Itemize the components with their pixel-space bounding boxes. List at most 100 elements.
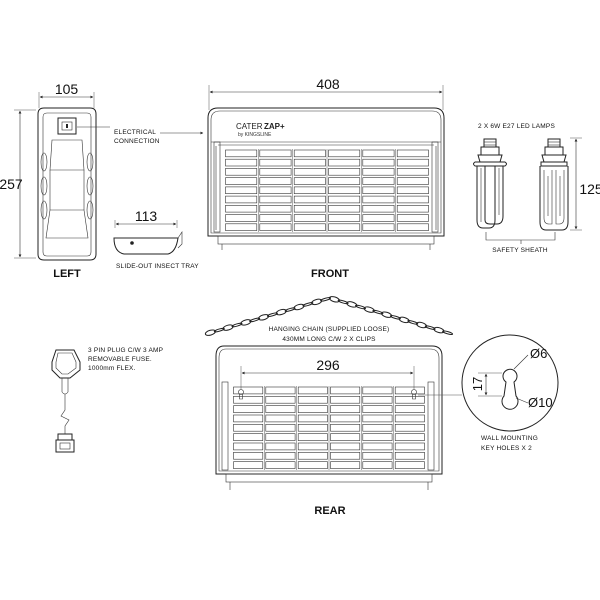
- rear-grille-slot: [394, 414, 425, 423]
- front-grille-slot: [328, 158, 361, 167]
- rear-grille-slot: [233, 386, 264, 395]
- rear-grille-slot: [297, 451, 328, 460]
- rear-grille-slot: [233, 414, 264, 423]
- front-grille-slot: [328, 214, 361, 222]
- rear-grille-slot: [362, 414, 393, 423]
- rear-keyhole-right: [411, 389, 417, 400]
- front-grille-slot: [293, 158, 326, 167]
- rear-grille-slot: [265, 433, 296, 441]
- chain-link: [433, 326, 445, 334]
- rear-grille-slot: [297, 405, 328, 413]
- rear-grille-slot: [265, 451, 296, 460]
- front-grille-slot: [362, 186, 395, 194]
- hanging-chain: HANGING CHAIN (SUPPLIED LOOSE) 430MM LON…: [204, 296, 454, 343]
- rear-grille-slot: [330, 395, 361, 404]
- rear-grille-slot: [265, 395, 296, 404]
- rear-grille-slot: [362, 442, 393, 451]
- rear-grille-slot: [233, 395, 264, 404]
- keyhole-small-diameter: Ø6: [530, 346, 547, 361]
- front-grille-slot: [328, 186, 361, 194]
- front-grille-slot: [225, 149, 258, 158]
- rear-grille-slot: [394, 386, 425, 395]
- front-grille-slot: [396, 214, 429, 222]
- front-grille-slot: [328, 168, 361, 176]
- rear-grille-slot: [297, 461, 328, 469]
- left-width-dimension: 105: [55, 81, 79, 97]
- front-grille-slot: [362, 177, 395, 185]
- chain-link: [275, 308, 287, 316]
- front-grille-slot: [293, 168, 326, 176]
- keyhole-large-diameter: Ø10: [528, 395, 553, 410]
- left-height-dimension: 257: [0, 176, 23, 192]
- left-view: 105 257 LEFT: [0, 81, 97, 280]
- front-grille-slot: [396, 205, 429, 213]
- front-grille-slot: [225, 186, 258, 194]
- brand-logo-cater: CATER: [236, 122, 263, 131]
- keyhole-shape: [501, 368, 519, 410]
- front-grille-slot: [396, 158, 429, 167]
- rear-grille-slot: [394, 405, 425, 413]
- rear-hole-spacing-dimension: 296: [316, 357, 340, 373]
- rear-grille-slot: [297, 442, 328, 451]
- rear-grille-slot: [297, 414, 328, 423]
- front-grille-slot: [396, 223, 429, 231]
- electrical-connection-label-2: CONNECTION: [114, 138, 160, 145]
- chain-link: [311, 298, 323, 306]
- front-grille-slot: [293, 195, 326, 204]
- chain-link: [398, 316, 410, 324]
- tray-width-dimension: 113: [135, 208, 158, 224]
- safety-sheath-label: SAFETY SHEATH: [492, 247, 548, 254]
- front-grille-slot: [225, 177, 258, 185]
- chain-link: [407, 320, 419, 325]
- plug-label-1: 3 PIN PLUG C/W 3 AMP: [88, 347, 163, 354]
- keyhole-detail-circle: [461, 334, 559, 432]
- front-grille-slot: [328, 195, 361, 204]
- rear-grille-slot: [330, 442, 361, 451]
- lamps-group: 2 X 6W E27 LED LAMPS: [473, 123, 600, 254]
- rear-grille-slot: [265, 386, 296, 395]
- front-grille-slot: [293, 177, 326, 185]
- plug-label-2: REMOVABLE FUSE.: [88, 356, 152, 363]
- rear-grille-slot: [233, 451, 264, 460]
- rear-grille-slot: [330, 433, 361, 441]
- chain-link: [266, 312, 278, 317]
- rear-grille-slot: [330, 451, 361, 460]
- hanging-chain-label-2: 430MM LONG C/W 2 X CLIPS: [282, 336, 376, 343]
- front-grille-slot: [225, 223, 258, 231]
- rear-grille: [233, 386, 425, 470]
- rear-grille-slot: [265, 405, 296, 413]
- chain-link: [302, 302, 314, 307]
- rear-grille-slot: [297, 386, 328, 395]
- rear-grille-slot: [330, 386, 361, 395]
- chain-link: [328, 296, 340, 303]
- front-grille-slot: [293, 205, 326, 213]
- front-grille-slot: [259, 177, 292, 185]
- front-grille-slot: [328, 223, 361, 231]
- front-grille-slot: [259, 205, 292, 213]
- rear-grille-slot: [233, 442, 264, 451]
- chain-link: [372, 309, 384, 315]
- left-body-outline: [37, 107, 97, 261]
- rear-grille-slot: [362, 405, 393, 413]
- rear-grille-slot: [394, 423, 425, 432]
- chain-link: [355, 304, 366, 310]
- led-lamp-1: [473, 138, 507, 229]
- chain-link: [213, 327, 225, 333]
- left-view-title: LEFT: [53, 268, 81, 280]
- brand-logo-sub: by KINGSLINE: [238, 132, 272, 138]
- wall-mount-label-2: KEY HOLES X 2: [481, 445, 532, 452]
- front-width-dimension: 408: [316, 76, 340, 92]
- chain-link: [424, 325, 436, 330]
- front-view: 408 CATER ZAP+ by KINGSLINE FRONT: [207, 76, 445, 280]
- chain-link: [204, 329, 216, 336]
- front-grille-slot: [362, 205, 395, 213]
- wall-mount-label-1: WALL MOUNTING: [481, 435, 538, 442]
- front-grille-slot: [396, 168, 429, 176]
- front-grille-slot: [396, 186, 429, 194]
- rear-grille-slot: [362, 395, 393, 404]
- chain-link: [320, 297, 332, 302]
- front-grille-slot: [225, 214, 258, 222]
- plug-label-3: 1000mm FLEX.: [88, 365, 136, 372]
- front-grille-slot: [362, 195, 395, 204]
